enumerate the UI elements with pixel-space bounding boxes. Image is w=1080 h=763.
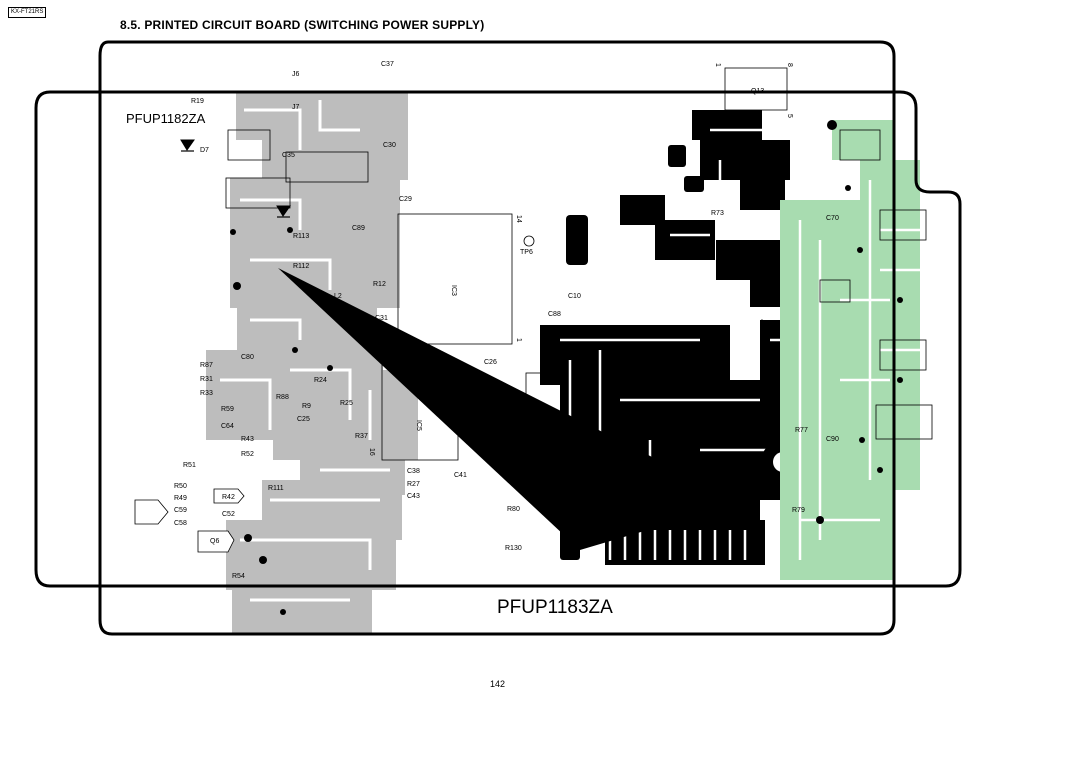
label-c88: C88 (548, 311, 561, 318)
label-l2: L2 (334, 293, 342, 300)
label-r19: R19 (191, 98, 204, 105)
label-r24: R24 (314, 377, 327, 384)
label-c58: C58 (174, 520, 187, 527)
via-dots (230, 120, 903, 615)
pin-16: 16 (368, 448, 375, 456)
label-c90: C90 (826, 436, 839, 443)
label-c52: C52 (222, 511, 235, 518)
label-c31: C31 (375, 315, 388, 322)
label-c89: C89 (352, 225, 365, 232)
label-c43: C43 (407, 493, 420, 500)
label-r37: R37 (355, 433, 368, 440)
board-name-right: PFUP1183ZA (497, 597, 613, 618)
label-d7: D7 (200, 147, 209, 154)
component-labels: C37 J6 J7 R19 D7 C35 C30 C29 C89 R113 R1… (126, 61, 839, 618)
label-r49: R49 (174, 495, 187, 502)
model-tag: KX-FT21RS (8, 7, 47, 18)
label-tp6: TP6 (520, 249, 533, 256)
label-r52: R52 (241, 451, 254, 458)
label-c29: C29 (399, 196, 412, 203)
section-title: 8.5. PRINTED CIRCUIT BOARD (SWITCHING PO… (120, 18, 485, 32)
diode-symbols (180, 139, 774, 333)
label-r59: R59 (221, 406, 234, 413)
label-c35: C35 (282, 152, 295, 159)
label-r27: R27 (407, 481, 420, 488)
label-r113: R113 (293, 233, 309, 240)
label-c59: C59 (174, 507, 187, 514)
label-q6: Q6 (210, 538, 219, 545)
label-r50: R50 (174, 483, 187, 490)
label-r77: R77 (795, 427, 808, 434)
label-r73: R73 (711, 210, 724, 217)
ic3-outline (397, 213, 513, 345)
label-c41: C41 (454, 472, 467, 479)
label-r43: R43 (241, 436, 254, 443)
pentagon-pads (134, 488, 245, 553)
label-j6: J6 (292, 71, 300, 78)
q13-outline (724, 67, 788, 111)
label-c64: C64 (221, 423, 234, 430)
label-r25: R25 (340, 400, 353, 407)
label-r33: R33 (200, 390, 213, 397)
label-c30: C30 (383, 142, 396, 149)
label-r54: R54 (232, 573, 245, 580)
label-c100: C100 (727, 439, 744, 446)
label-r112: R112 (293, 263, 309, 270)
label-r80: R80 (507, 506, 520, 513)
pin-1b: 1 (515, 338, 522, 342)
page-number: 142 (490, 679, 506, 689)
label-c70: C70 (826, 215, 839, 222)
component-outlines (225, 67, 933, 461)
label-r130: R130 (505, 545, 522, 552)
label-r88: R88 (276, 394, 289, 401)
board-outlines (34, 40, 962, 636)
label-c37: C37 (381, 61, 394, 68)
gray-copper-layer (206, 92, 418, 634)
tp6-circle (523, 235, 535, 247)
callout-wedge (278, 268, 688, 550)
label-ic3: IC3 (450, 285, 457, 296)
pin-1: 1 (714, 63, 721, 67)
label-r79: R79 (792, 507, 805, 514)
label-ic5: IC5 (415, 420, 422, 431)
label-r42: R42 (222, 494, 235, 501)
pin-5: 5 (786, 114, 793, 118)
label-c10: C10 (568, 293, 581, 300)
label-r87: R87 (200, 362, 213, 369)
board-name-left: PFUP1182ZA (126, 111, 206, 126)
label-r111: R111 (268, 485, 284, 492)
label-j7: J7 (292, 104, 300, 111)
label-c25: C25 (297, 416, 310, 423)
label-r12: R12 (373, 281, 386, 288)
label-c26: C26 (484, 359, 497, 366)
label-c38: C38 (407, 468, 420, 475)
pin-8: 8 (786, 63, 793, 67)
label-c80: C80 (241, 354, 254, 361)
label-q13: Q13 (751, 88, 764, 95)
pin-14: 14 (515, 215, 522, 223)
gray-trace-cuts (220, 100, 390, 602)
label-r31: R31 (200, 376, 213, 383)
label-r9: R9 (302, 403, 311, 410)
label-r51: R51 (183, 462, 196, 469)
